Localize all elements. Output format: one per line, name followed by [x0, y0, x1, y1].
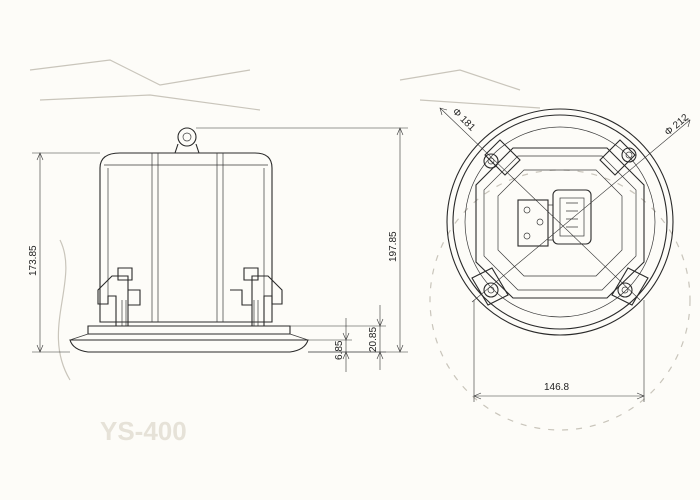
- baffle-ring: [464, 126, 656, 318]
- outer-grille-ring: [446, 108, 674, 336]
- front-flange: [69, 339, 309, 353]
- watermark-artwork: YS-400: [29, 59, 691, 446]
- dim-total-height: 197.85: [388, 231, 399, 262]
- right-spring-clamp: [230, 267, 283, 327]
- dim-flange-height: 20.85: [368, 327, 379, 352]
- side-dimensions: 173.85 197.85 20.85 6.85: [28, 127, 408, 372]
- dim-overall-height: 173.85: [28, 245, 39, 276]
- hanging-ring-hole: [182, 132, 192, 142]
- flange-edge: [69, 333, 309, 341]
- dim-grille-diameter: Φ 212: [663, 112, 691, 138]
- side-view: [69, 127, 309, 353]
- watermark-model-text: YS-400: [100, 416, 187, 446]
- rear-can: [99, 152, 273, 323]
- octagon-frame-recess: [497, 169, 623, 277]
- mounting-plate: [87, 325, 291, 335]
- left-spring-clamp: [97, 267, 141, 327]
- mounting-lug-top-right: [599, 139, 637, 176]
- dim-body-diameter: Φ 181: [450, 106, 477, 133]
- mounting-lug-bottom-right: [611, 267, 649, 306]
- mounting-lug-bottom-left: [471, 267, 509, 306]
- dim-flange-thickness: 6.85: [334, 340, 345, 360]
- octagon-frame-inner: [483, 155, 637, 291]
- terminal-block: [517, 189, 592, 247]
- ring-bracket: [174, 143, 200, 154]
- inner-grille-ring: [452, 114, 668, 330]
- front-view: [446, 108, 674, 336]
- front-dimensions: Φ 181 Φ 212 146.8: [439, 106, 691, 402]
- can-seams: [151, 153, 224, 322]
- octagon-frame-outer: [475, 147, 645, 299]
- mounting-lug-top-left: [483, 139, 521, 176]
- can-edges: [107, 168, 265, 300]
- hanging-ring: [177, 127, 197, 147]
- dim-mount-width: 146.8: [544, 382, 569, 393]
